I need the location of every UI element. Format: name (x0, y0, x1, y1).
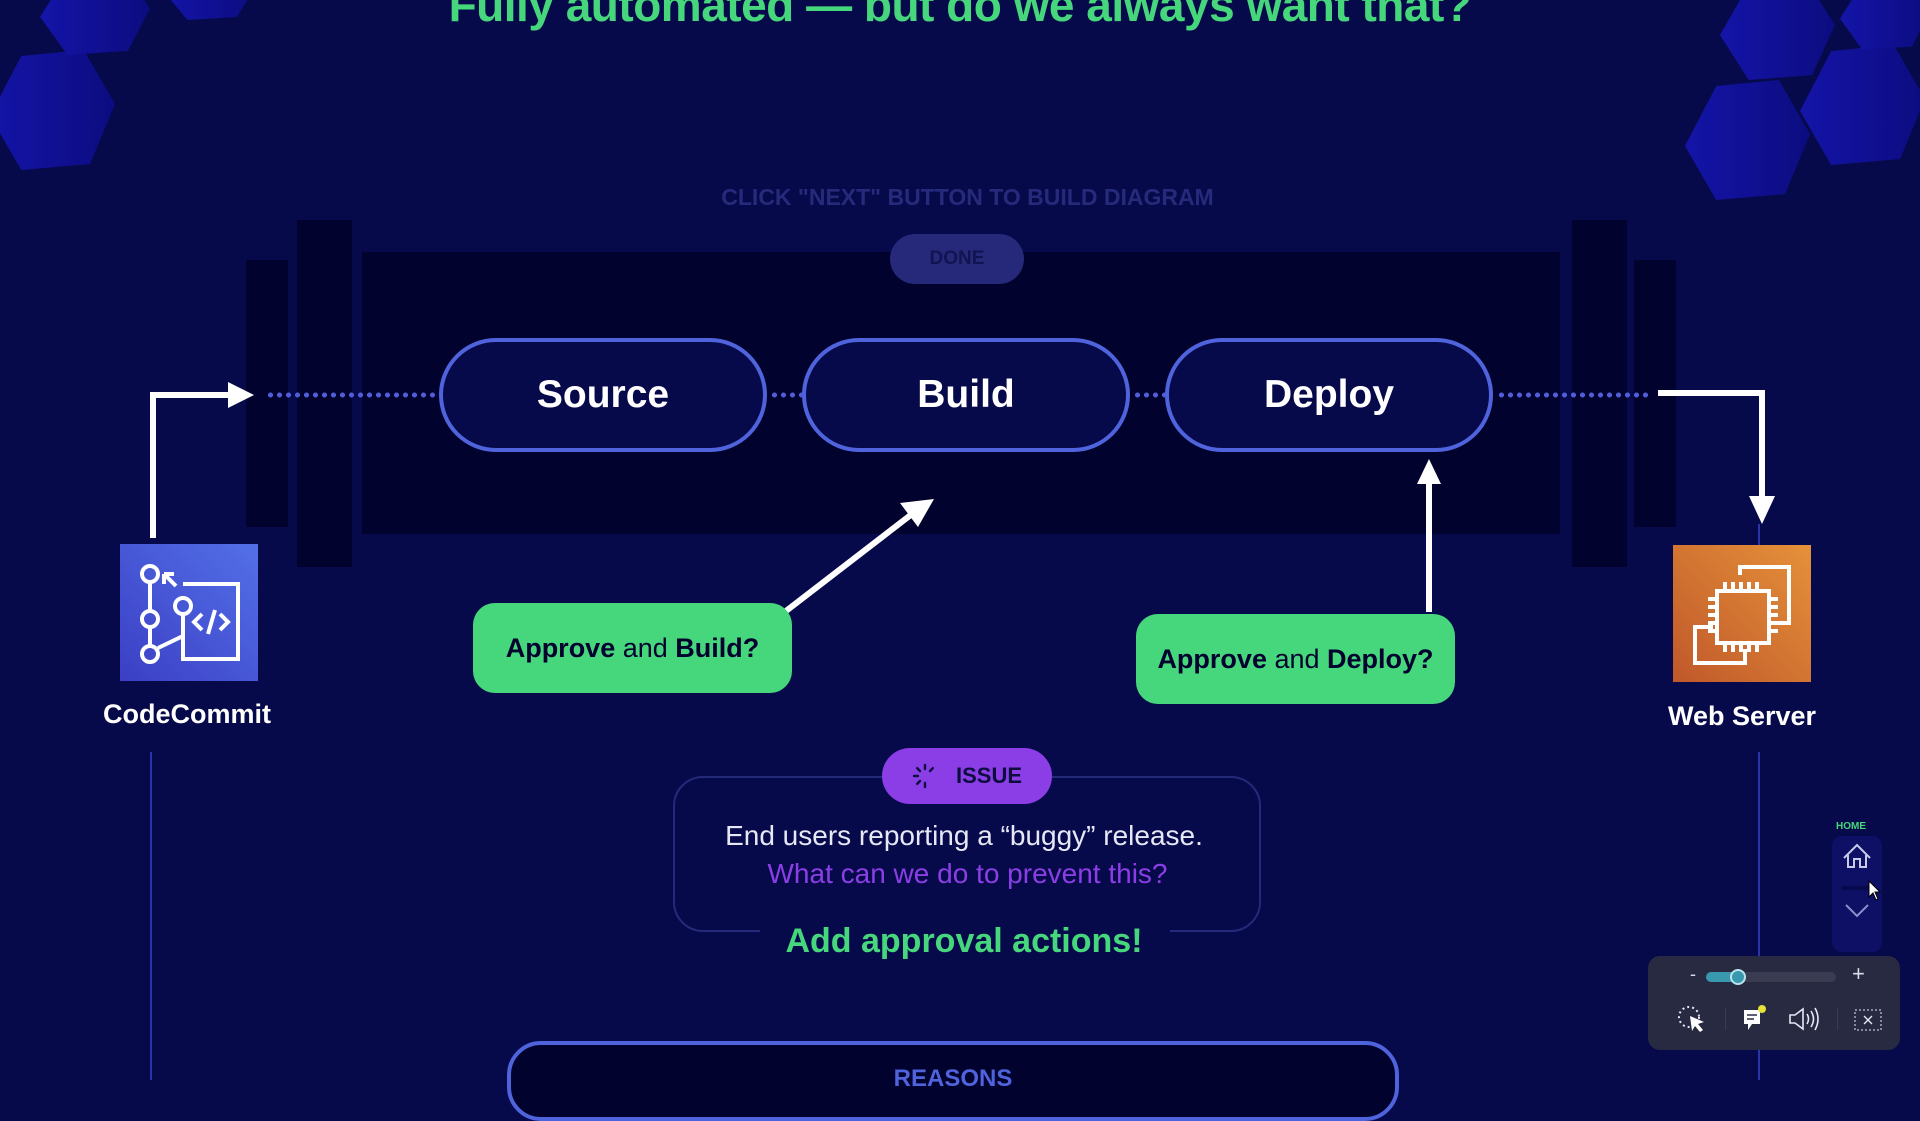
reasons-panel: REASONS (507, 1041, 1399, 1121)
codecommit-icon[interactable] (120, 544, 258, 681)
ec2-glyph (1693, 565, 1791, 665)
decor-hexagon (0, 50, 115, 170)
build-hint: CLICK "NEXT" BUTTON TO BUILD DIAGRAM (721, 184, 1214, 210)
player-controls: - + (1648, 956, 1900, 1050)
home-icon (1843, 843, 1871, 868)
reasons-heading: REASONS (893, 1065, 1013, 1092)
deploy-word: Deploy? (1327, 643, 1434, 674)
zoom-slider-fill (1706, 972, 1738, 982)
approve-word: Approve (1157, 643, 1267, 674)
decor-hexagon (1685, 80, 1810, 200)
issue-box-gap (760, 925, 1170, 939)
connector-dotted (1497, 392, 1649, 398)
done-button[interactable]: DONE (890, 234, 1024, 284)
approve-word: Approve (505, 632, 616, 663)
lifeline (150, 752, 152, 1080)
arrowhead (1749, 496, 1775, 524)
slide-title: Fully automated — but do we always want … (448, 0, 1472, 31)
decor-hexagon (165, 0, 255, 20)
ec2-icon[interactable] (1673, 545, 1811, 682)
zoom-slider[interactable] (1706, 969, 1836, 985)
stage-source[interactable]: Source (439, 338, 767, 452)
approve-deploy-callout[interactable]: Approve and Deploy? (1136, 614, 1455, 704)
spinner-icon (912, 763, 934, 789)
web-server-label: Web Server (1667, 701, 1817, 731)
codecommit-label: CodeCommit (103, 699, 271, 729)
approve-build-callout[interactable]: Approve and Build? (473, 603, 792, 693)
captions-icon[interactable] (1742, 1004, 1768, 1034)
and-word: and (1266, 643, 1328, 674)
home-button[interactable] (1832, 836, 1882, 880)
and-word: and (615, 632, 676, 663)
issue-solution: Add approval actions! (785, 922, 1143, 960)
lifeline (1758, 752, 1760, 1080)
connector-dotted (770, 392, 802, 398)
separator (1837, 1008, 1838, 1030)
stage-build[interactable]: Build (802, 338, 1130, 452)
nav-divider (1842, 886, 1872, 890)
issue-description: End users reporting a “buggy” release. (725, 820, 1203, 851)
stage-deploy[interactable]: Deploy (1165, 338, 1493, 452)
pointer-highlight-icon[interactable] (1676, 1004, 1710, 1034)
volume-icon[interactable] (1788, 1006, 1822, 1032)
mouse-cursor-icon (1868, 880, 1882, 901)
chevron-down-icon (1845, 904, 1869, 918)
lifeline (1758, 524, 1760, 546)
zoom-out-button[interactable]: - (1690, 964, 1696, 984)
zoom-slider-thumb[interactable] (1730, 969, 1746, 985)
issue-badge-label: ISSUE (955, 763, 1023, 788)
connector-dotted (1133, 392, 1165, 398)
separator (1725, 1008, 1726, 1030)
close-icon[interactable] (1854, 1009, 1882, 1031)
codecommit-glyph (140, 564, 240, 664)
arrow-source-in (150, 392, 232, 538)
issue-badge: ISSUE (882, 748, 1052, 804)
build-word: Build? (675, 632, 760, 663)
nav-glyphs (1842, 843, 1872, 918)
connector-dotted (266, 392, 436, 398)
issue-question: What can we do to prevent this? (767, 858, 1168, 889)
home-label: HOME (1836, 821, 1866, 832)
zoom-in-button[interactable]: + (1852, 961, 1865, 986)
decor-hexagon (1800, 45, 1920, 165)
